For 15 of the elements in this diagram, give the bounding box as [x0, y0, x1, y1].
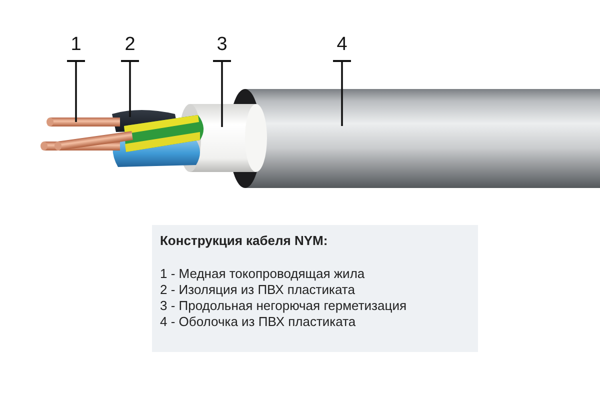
- leader-line: [332, 60, 352, 126]
- leader-line: [66, 60, 86, 122]
- list-item: 1 - Медная токопроводящая жила: [160, 266, 366, 282]
- panel-heading: Конструкция кабеля NYM:: [160, 233, 329, 249]
- callout-number: 4: [332, 35, 352, 55]
- callout-number: 2: [120, 35, 140, 55]
- callout-number: 3: [212, 35, 232, 55]
- copper-conductor-drawing: [40, 118, 133, 150]
- callout-number: 1: [66, 35, 86, 55]
- leader-line: [120, 60, 140, 117]
- leader-line: [212, 60, 232, 127]
- core-insulation-drawing: [112, 110, 204, 167]
- list-item: 3 - Продольная негорючая герметизация: [160, 298, 408, 314]
- list-item: 4 - Оболочка из ПВХ пластиката: [160, 314, 357, 330]
- list-item: 2 - Изоляция из ПВХ пластиката: [160, 282, 356, 298]
